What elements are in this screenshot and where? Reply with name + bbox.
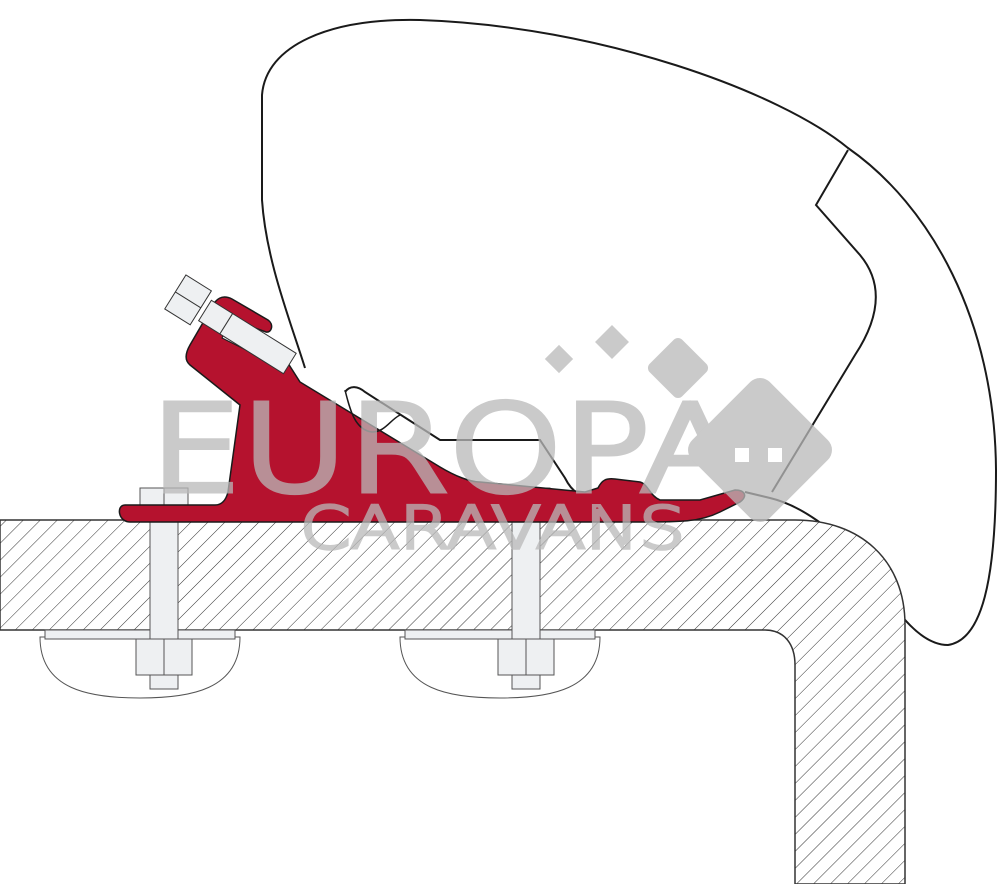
bolt-assembly-left xyxy=(39,487,241,699)
watermark-text-europa: EUROPA xyxy=(150,380,740,518)
watermark-text-caravans: CARAVANS xyxy=(300,494,685,562)
tension-bolt xyxy=(164,274,297,375)
awning-front-cap xyxy=(771,149,877,493)
adapter-bracket xyxy=(118,296,746,523)
watermark-logo: EUROPA CARAVANS xyxy=(147,325,832,564)
roof-section xyxy=(0,519,906,884)
bolt-assembly-right xyxy=(399,487,601,699)
bracket-hook xyxy=(344,389,401,433)
watermark-diamond-icon xyxy=(544,325,832,522)
